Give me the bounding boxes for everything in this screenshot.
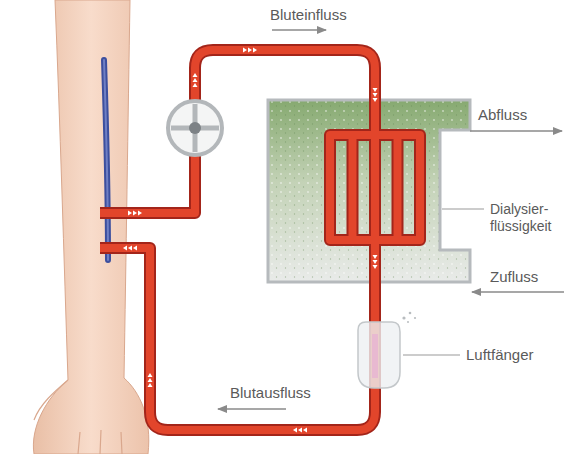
flow-chevron [373, 260, 378, 264]
leader-lines [403, 209, 484, 355]
flow-chevron [293, 428, 297, 433]
flow-chevron [193, 83, 198, 87]
flow-chevron [128, 246, 132, 251]
flow-chevron [243, 48, 247, 53]
flow-chevron [133, 246, 137, 251]
flow-chevron [373, 88, 378, 92]
callout-label: Zufluss [490, 268, 538, 285]
blood-pump [168, 101, 222, 155]
flow-chevron [128, 211, 132, 216]
flow-arrows [218, 30, 564, 409]
flow-chevrons [123, 48, 378, 433]
arm [33, 0, 148, 454]
flow-chevron [248, 48, 252, 53]
callout-label: Dialysier- flüssigkeit [490, 201, 551, 235]
flow-chevron [148, 383, 153, 387]
callout-label: Bluteinfluss [270, 6, 347, 23]
blood-tubing [100, 50, 420, 430]
flow-chevron [133, 211, 137, 216]
flow-chevron [148, 373, 153, 377]
flow-chevron [373, 265, 378, 269]
flow-chevron [373, 93, 378, 97]
flow-chevron [253, 48, 257, 53]
callout-label: Luftfänger [466, 346, 534, 363]
callout-label: Abfluss [478, 106, 527, 123]
callout-label: Blutausfluss [230, 384, 311, 401]
flow-chevron [148, 378, 153, 382]
flow-chevron [373, 98, 378, 102]
flow-chevron [298, 428, 302, 433]
flow-chevron [193, 73, 198, 77]
air-trap [358, 312, 416, 388]
flow-chevron [373, 255, 378, 259]
flow-chevron [138, 211, 142, 216]
flow-chevron [303, 428, 307, 433]
flow-chevron [123, 246, 127, 251]
flow-chevron [193, 78, 198, 82]
